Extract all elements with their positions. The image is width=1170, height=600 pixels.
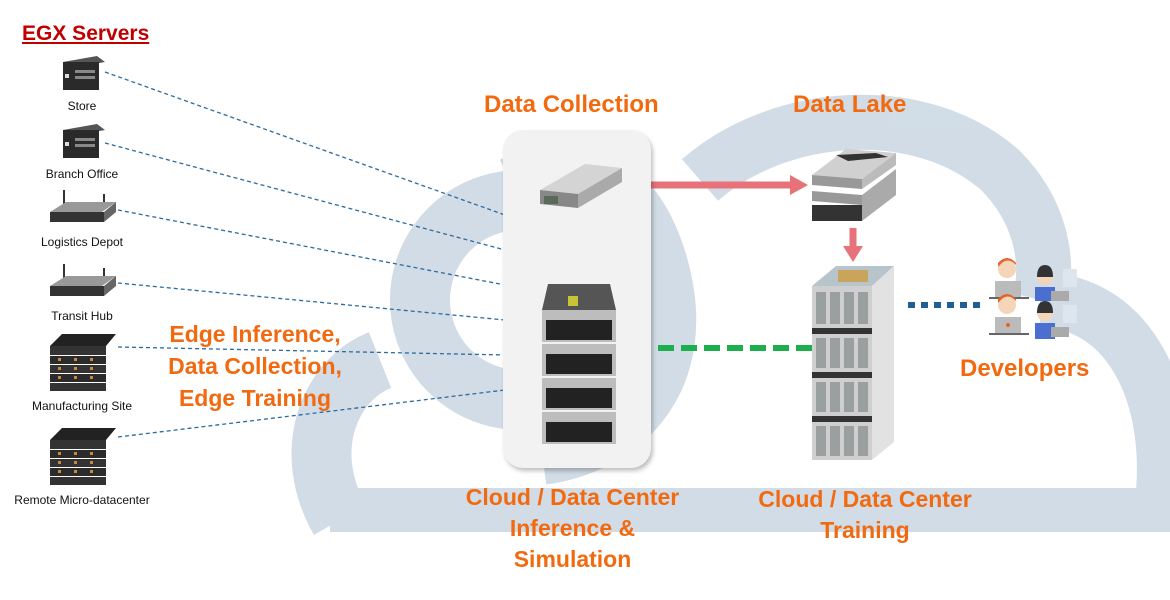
link-manufacturing-site — [117, 346, 506, 356]
link-store — [104, 71, 506, 216]
developer-male-icon — [989, 258, 1029, 299]
site-label: Manufacturing Site — [31, 399, 133, 413]
stacked-rack-servers-icon — [50, 428, 116, 485]
data-collection-heading: Data Collection — [484, 91, 659, 118]
compact-edge-server-icon — [63, 124, 105, 158]
edge-caption: Edge Inference, Data Collection, Edge Tr… — [168, 321, 342, 411]
inference-caption: Cloud / Data Center Inference & Simulati… — [465, 484, 680, 572]
edge-links — [104, 71, 506, 438]
data-collection-server-icon — [540, 164, 622, 208]
link-transit-hub — [117, 282, 506, 321]
stacked-rack-servers-icon — [50, 334, 116, 391]
1u-server-with-antennas-icon — [50, 190, 116, 222]
edge-site-branch-office[interactable]: Branch Office — [12, 120, 152, 181]
link-remote-micro-datacenter — [117, 389, 506, 438]
site-label: Transit Hub — [51, 309, 113, 323]
developer-male-icon — [989, 294, 1029, 335]
site-label: Store — [67, 99, 97, 113]
data-lake-heading: Data Lake — [793, 91, 907, 118]
arrow-to-training — [843, 246, 863, 262]
data-flow-arrows — [623, 175, 985, 358]
compact-edge-server-icon — [63, 56, 105, 90]
link-branch-office — [104, 142, 506, 251]
developer-female-icon — [1035, 301, 1077, 339]
link-logistics-depot — [117, 209, 506, 286]
data-lake-server-icon — [812, 149, 896, 221]
training-caption: Cloud / Data Center Training — [758, 486, 972, 543]
site-label: Branch Office — [45, 167, 119, 181]
arrow-to-data-lake — [790, 175, 808, 195]
training-gpu-server-icon — [812, 266, 894, 460]
edge-site-logistics-depot[interactable]: Logistics Depot — [12, 188, 152, 249]
1u-server-with-antennas-icon — [50, 264, 116, 296]
developers-heading: Developers — [960, 355, 1090, 382]
edge-site-store[interactable]: Store — [12, 52, 152, 113]
egx-servers-title: EGX Servers — [22, 22, 150, 45]
edge-site-manufacturing-site[interactable]: Manufacturing Site — [12, 330, 152, 413]
developer-female-icon — [1035, 265, 1077, 301]
edge-site-remote-micro-datacenter[interactable]: Remote Micro-datacenter — [12, 424, 152, 507]
site-label: Remote Micro-datacenter — [14, 493, 150, 507]
storage-server-stack-icon — [542, 284, 616, 444]
site-label: Logistics Depot — [40, 235, 124, 249]
edge-site-transit-hub[interactable]: Transit Hub — [12, 262, 152, 323]
developers-icon — [989, 258, 1077, 339]
